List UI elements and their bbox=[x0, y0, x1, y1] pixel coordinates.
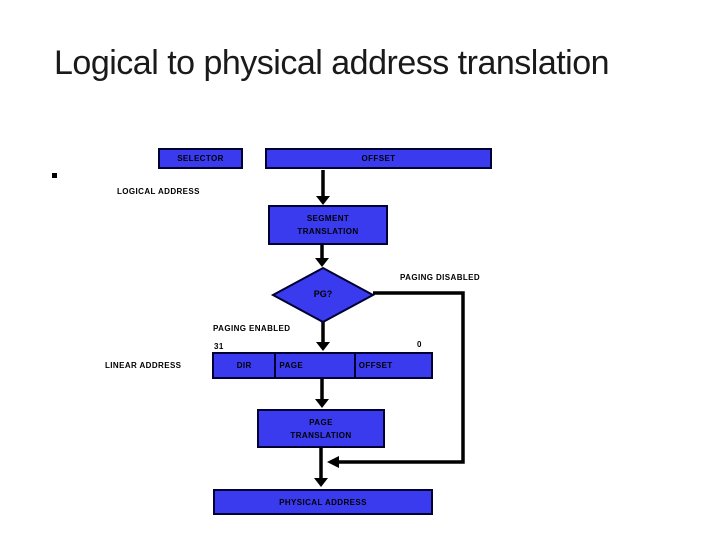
page-field-label: PAGE bbox=[279, 361, 304, 370]
dir-field: DIR bbox=[214, 354, 277, 377]
arrowhead-segment-to-pg bbox=[315, 258, 329, 267]
page-translation-box: PAGE TRANSLATION bbox=[257, 409, 385, 448]
page-translation-line1: PAGE bbox=[309, 417, 333, 427]
bullet-marker bbox=[52, 173, 57, 178]
connector-paging-disabled bbox=[338, 291, 465, 464]
pg-decision-diamond bbox=[270, 266, 376, 324]
selector-box-label: SELECTOR bbox=[177, 154, 224, 163]
offset-field: OFFSET bbox=[356, 354, 431, 377]
page-field: PAGE bbox=[276, 354, 356, 377]
segment-translation-box: SEGMENT TRANSLATION bbox=[268, 205, 388, 245]
arrowhead-offset-to-segment bbox=[316, 196, 330, 205]
arrowhead-pagetrans-to-physical bbox=[314, 478, 328, 487]
paging-disabled-label: PAGING DISABLED bbox=[400, 273, 481, 282]
pg-diamond-label: PG? bbox=[313, 289, 333, 299]
physical-address-box: PHYSICAL ADDRESS bbox=[213, 489, 433, 515]
segment-translation-line2: TRANSLATION bbox=[297, 227, 359, 236]
offset-box-label: OFFSET bbox=[361, 154, 396, 163]
logical-address-label: LOGICAL ADDRESS bbox=[117, 187, 200, 196]
arrowhead-pg-to-linear bbox=[316, 342, 330, 351]
physical-address-label: PHYSICAL ADDRESS bbox=[279, 497, 367, 507]
bit-31-label: 31 bbox=[214, 342, 224, 351]
page-title: Logical to physical address translation bbox=[54, 44, 610, 82]
dir-field-label: DIR bbox=[236, 361, 252, 370]
segment-translation-line1: SEGMENT bbox=[306, 214, 350, 223]
arrowhead-paging-disabled bbox=[327, 456, 339, 468]
bit-0-label: 0 bbox=[417, 340, 422, 349]
arrowhead-linear-to-pagetrans bbox=[315, 399, 329, 408]
linear-address-label: LINEAR ADDRESS bbox=[105, 361, 182, 370]
paging-enabled-label: PAGING ENABLED bbox=[213, 324, 291, 333]
selector-box: SELECTOR bbox=[158, 148, 243, 169]
offset-box: OFFSET bbox=[265, 148, 492, 169]
offset-field-label: OFFSET bbox=[358, 361, 393, 370]
page-translation-line2: TRANSLATION bbox=[290, 430, 352, 440]
linear-address-row: DIR PAGE OFFSET bbox=[212, 352, 433, 379]
